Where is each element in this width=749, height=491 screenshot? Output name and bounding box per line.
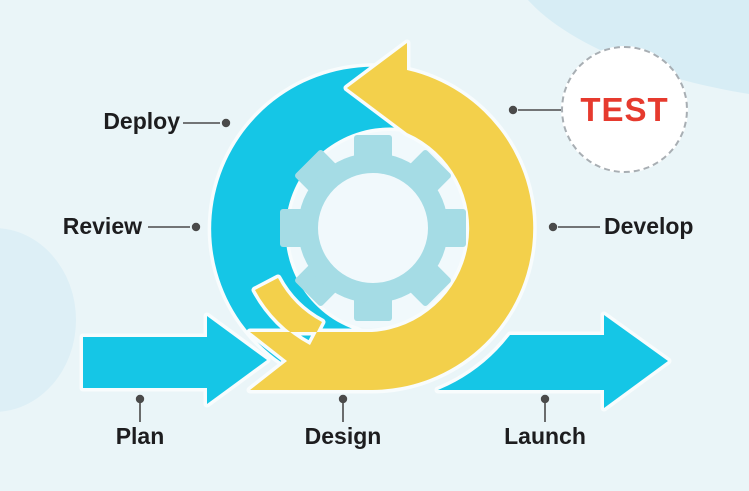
yellow-loop-arrow	[246, 39, 537, 394]
design-connector-dot	[338, 394, 348, 404]
label-deploy: Deploy	[103, 108, 180, 134]
label-design: Design	[304, 423, 382, 449]
plan-arrow	[79, 312, 271, 408]
launch-arrow	[434, 311, 672, 412]
develop-connector-dot	[548, 222, 558, 232]
connectors	[135, 105, 600, 422]
plan-connector-dot	[135, 394, 145, 404]
label-plan: Plan	[115, 423, 165, 449]
label-review: Review	[62, 213, 142, 239]
label-develop: Develop	[604, 213, 694, 239]
label-test: TEST	[580, 90, 669, 128]
gear-icon	[280, 135, 466, 321]
background-blob-left	[0, 228, 76, 412]
review-connector-dot	[191, 222, 201, 232]
gear-hole	[318, 173, 428, 283]
test-badge: TEST	[561, 46, 688, 173]
launch-connector-dot	[540, 394, 550, 404]
label-launch: Launch	[504, 423, 586, 449]
test-connector-dot	[508, 105, 518, 115]
deploy-connector-dot	[221, 118, 231, 128]
